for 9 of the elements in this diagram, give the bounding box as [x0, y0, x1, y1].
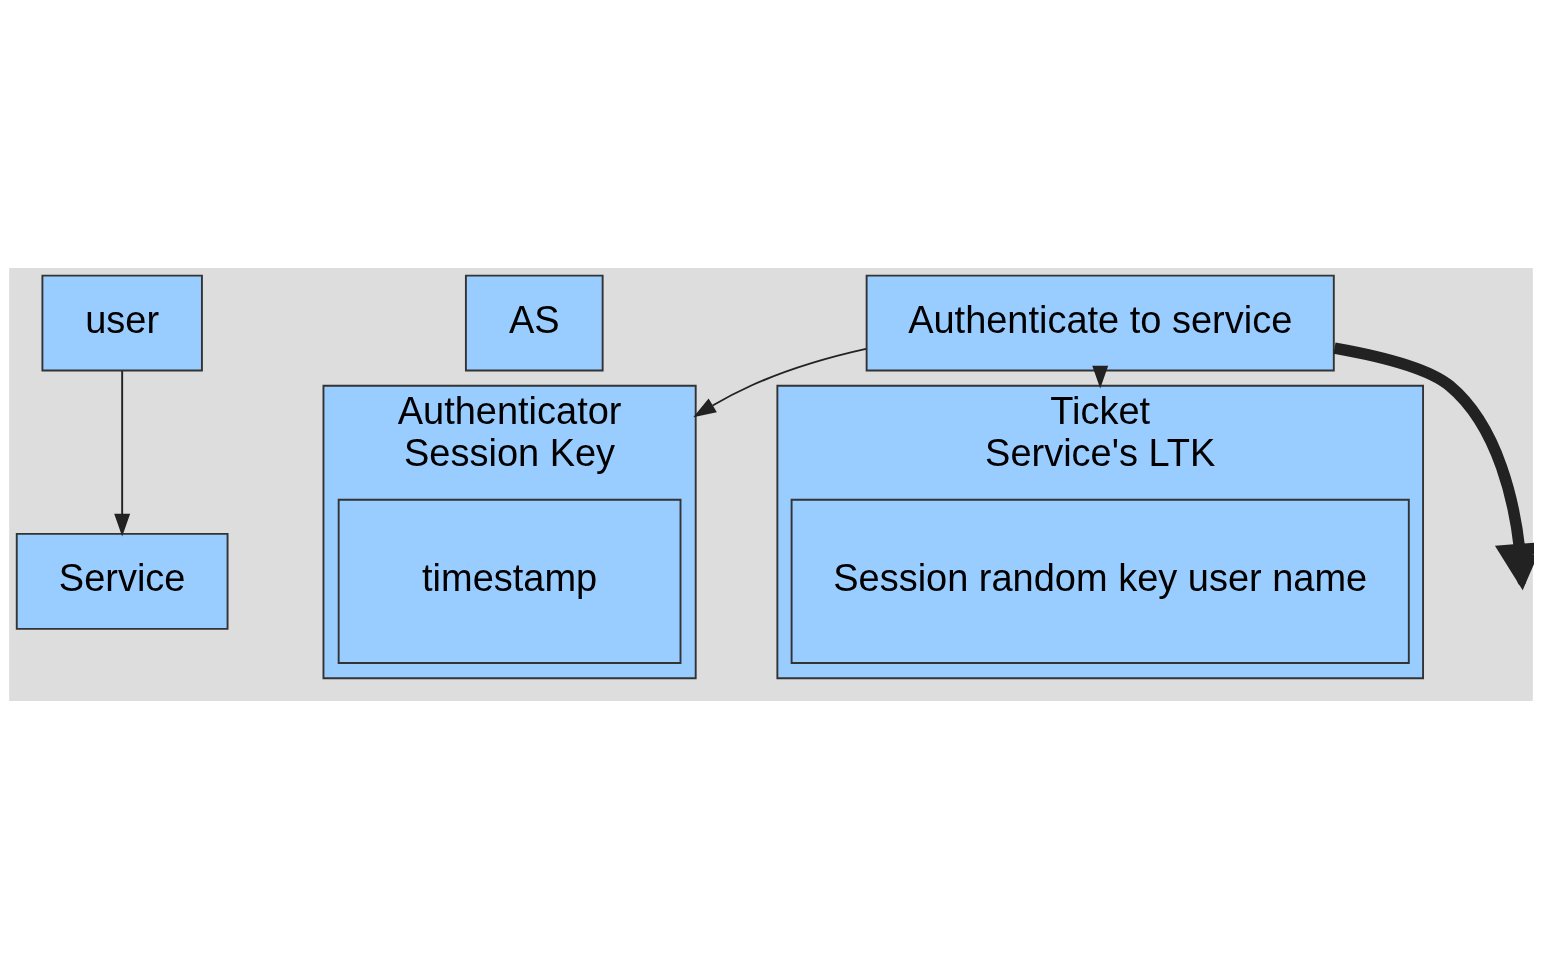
node-box: AS: [464, 274, 604, 372]
node-box: Session random key user name: [790, 498, 1410, 664]
arrow: [1333, 342, 1534, 591]
arrow: [114, 370, 131, 537]
arrow: [1092, 365, 1109, 389]
node-box: user: [41, 274, 203, 372]
node-box: timestamp: [337, 498, 682, 664]
node-box: Service: [15, 532, 229, 630]
arrow: [693, 347, 867, 418]
